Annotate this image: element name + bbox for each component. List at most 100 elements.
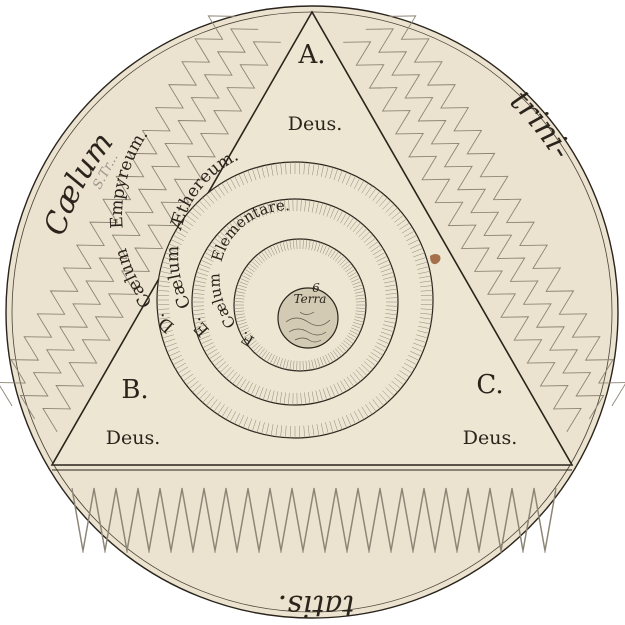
ring-ray — [357, 408, 365, 420]
ring-ray — [229, 222, 238, 233]
ring-ray — [195, 276, 207, 280]
ring-ray — [337, 346, 345, 355]
ring-ray — [327, 353, 334, 363]
ring-ray — [308, 200, 311, 213]
ring-ray — [163, 257, 176, 262]
ring-ray — [254, 385, 260, 398]
ring-ray — [374, 252, 386, 259]
ring-ray — [247, 170, 253, 182]
ring-ray — [246, 337, 255, 344]
ring-ray — [399, 370, 410, 378]
ring-ray — [280, 425, 283, 438]
ring-ray — [243, 212, 250, 224]
ring-ray — [335, 348, 342, 357]
ring-ray — [352, 371, 361, 382]
ring-ray — [252, 419, 257, 432]
ring-ray — [333, 208, 340, 220]
ring-ray — [237, 284, 247, 288]
ring-ray — [343, 263, 352, 270]
ring-ray — [420, 290, 433, 292]
ring-ray — [288, 199, 290, 212]
ring-ray — [225, 408, 233, 420]
ring-ray — [279, 358, 283, 368]
ring-ray — [202, 342, 214, 349]
ring-ray — [368, 188, 377, 199]
ring-ray — [221, 182, 229, 194]
ring-ray — [396, 218, 407, 227]
ring-ray — [322, 203, 328, 216]
ring-ray — [346, 415, 352, 427]
ring-ray — [234, 413, 240, 425]
ring-ray — [365, 185, 373, 196]
ring-ray — [266, 353, 273, 363]
ring-ray — [192, 305, 205, 307]
ring-ray — [206, 194, 215, 204]
ring-ray — [394, 377, 404, 386]
ring-ray — [206, 348, 218, 356]
ring-ray — [355, 294, 366, 297]
ring-ray — [183, 373, 194, 382]
ring-ray — [214, 358, 224, 367]
ring-ray — [382, 200, 392, 210]
ring-ray — [372, 248, 384, 256]
ring-ray — [384, 316, 397, 320]
ring-ray — [320, 164, 324, 177]
ring-ray — [319, 243, 324, 253]
ring-ray — [269, 354, 275, 364]
ring-ray — [170, 355, 182, 361]
ring-ray — [209, 352, 220, 360]
ring-ray — [383, 324, 395, 328]
ring-ray — [383, 320, 396, 324]
ring-ray — [333, 384, 340, 396]
ring-ray — [365, 404, 373, 415]
ring-ray — [368, 241, 379, 249]
ring-ray — [354, 291, 365, 294]
ring-ray — [337, 418, 343, 430]
ring-ray — [330, 249, 337, 259]
ring-ray — [196, 271, 208, 276]
ring-ray — [414, 257, 427, 262]
ring-ray — [256, 421, 261, 433]
ring-ray — [401, 366, 413, 374]
ring-ray — [209, 244, 220, 252]
ring-ray — [311, 359, 314, 370]
ring-ray — [385, 309, 398, 311]
ring-ray — [343, 214, 351, 226]
ring-ray — [194, 320, 207, 324]
ring-ray — [326, 387, 332, 399]
ring-ray — [241, 330, 251, 336]
ring-ray — [320, 423, 324, 436]
ink-stain — [430, 254, 441, 265]
ring-ray — [198, 200, 208, 210]
ring-ray — [396, 373, 407, 382]
ring-ray — [327, 247, 334, 257]
ring-ray — [239, 327, 249, 333]
ring-ray — [355, 301, 366, 303]
ring-ray — [391, 380, 401, 389]
ring-ray — [237, 322, 247, 326]
ring-ray — [173, 234, 184, 242]
ring-ray — [229, 178, 237, 189]
ring-ray — [234, 301, 245, 303]
ring-ray — [341, 342, 350, 350]
ring-ray — [353, 178, 361, 189]
ring-ray — [350, 413, 356, 425]
ring-ray — [363, 234, 374, 243]
earth-globe — [277, 287, 339, 349]
ring-ray — [349, 330, 359, 336]
ring-ray — [269, 246, 275, 256]
ring-ray — [175, 230, 187, 238]
ring-ray — [345, 266, 354, 273]
ring-ray — [329, 167, 334, 179]
ring-ray — [314, 359, 318, 369]
ring-ray — [376, 255, 388, 262]
ring-ray — [366, 237, 376, 246]
ring-ray — [380, 267, 393, 273]
ring-ray — [196, 328, 208, 333]
ring-ray — [247, 210, 254, 222]
ring-ray — [189, 380, 199, 389]
ring-ray — [332, 251, 339, 260]
ring-ray — [275, 391, 279, 404]
ring-ray — [175, 362, 187, 370]
ring-ray — [325, 354, 331, 364]
